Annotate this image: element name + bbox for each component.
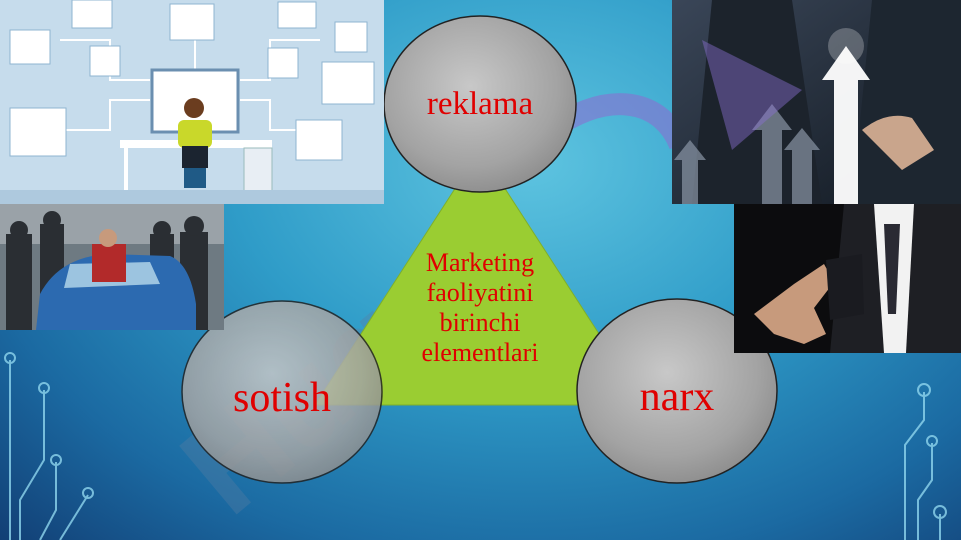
- triangle-line: Marketing: [425, 248, 535, 277]
- circle-left: [181, 300, 383, 484]
- label-narx: narx: [639, 374, 715, 420]
- triangle-line: elementlari: [421, 338, 539, 367]
- label-reklama: reklama: [426, 86, 534, 122]
- circle-right: [576, 298, 778, 484]
- business-growth-photo: [672, 0, 961, 204]
- triangle-text: Marketing faoliyatini birinchi elementla…: [390, 248, 570, 368]
- triangle-line: birinchi: [439, 308, 521, 337]
- digital-marketing-illustration: [0, 0, 384, 204]
- label-sotish: sotish: [232, 375, 332, 421]
- circle-top: [383, 15, 577, 193]
- crowd-car-photo: [0, 204, 224, 330]
- handshake-photo: [734, 204, 961, 353]
- triangle-line: faoliyatini: [426, 278, 534, 307]
